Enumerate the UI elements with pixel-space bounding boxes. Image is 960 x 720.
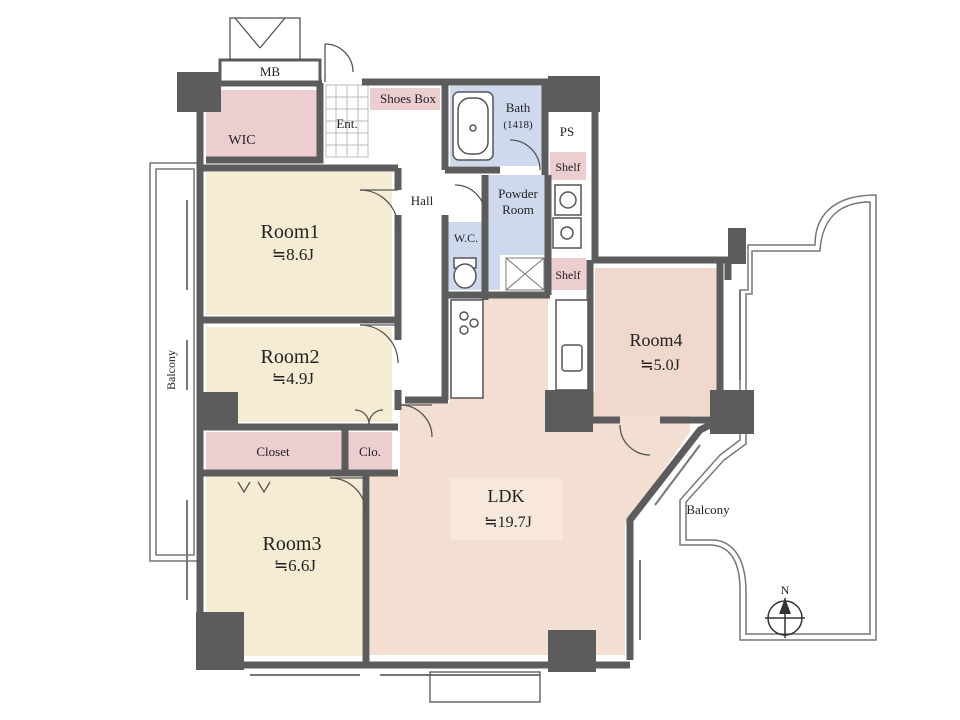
bath-code-label: (1418) [503,119,533,131]
ldk-name: LDK [488,486,525,506]
shoes-box-area [370,88,440,110]
wash-basin [552,184,582,249]
closet-label: Closet [256,444,290,459]
room1-name: Room1 [261,221,320,243]
balcony-east-label: Balcony [686,502,730,517]
mb-label: MB [260,64,281,79]
clo-area [348,432,392,470]
shoes-box-label: Shoes Box [380,91,436,106]
room4-size: ≒5.0J [640,357,680,374]
powder-room-label-2: Room [502,202,534,217]
room2-name: Room2 [261,346,320,368]
wall-piers [177,72,754,672]
closet-markers [237,481,271,494]
room4-area [595,268,720,416]
shelf-lower-area [550,258,586,290]
room2-size: ≒4.9J [272,369,315,388]
clo-label: Clo. [359,444,381,459]
fridge-space [505,257,545,291]
bath-label: Bath [506,100,531,115]
entrance-tiles [325,84,369,158]
north-compass [765,598,805,638]
balcony-west-label: Balcony [164,350,178,390]
room3-name: Room3 [263,533,322,555]
ldk-highlight [450,478,562,540]
room4-name: Room4 [629,330,682,350]
shelf-upper-area [550,152,586,180]
windows [186,200,741,676]
east-balcony [679,194,877,641]
stove [450,299,484,399]
ps-label: PS [560,124,574,139]
north-label: N [781,583,790,597]
room1-area [206,172,392,315]
powder-room-label-1: Powder [498,186,538,201]
ldk-size: ≒19.7J [484,514,532,531]
ent-label: Ent. [336,116,357,131]
room3-size: ≒6.6J [274,556,317,575]
hall-label: Hall [411,193,434,208]
wic-label: WIC [228,133,255,148]
room1-size: ≒8.6J [272,245,315,264]
kitchen-sink [555,299,589,391]
shelf-upper-label: Shelf [555,160,580,174]
wc-label: W.C. [454,231,478,245]
closet-area [206,432,343,470]
wic-area [206,90,318,162]
bottom-door [429,671,541,703]
doors [229,17,651,515]
toilet [453,257,477,289]
shelf-lower-label: Shelf [555,268,580,282]
bathtub [452,91,494,161]
ldk-area [370,298,690,655]
